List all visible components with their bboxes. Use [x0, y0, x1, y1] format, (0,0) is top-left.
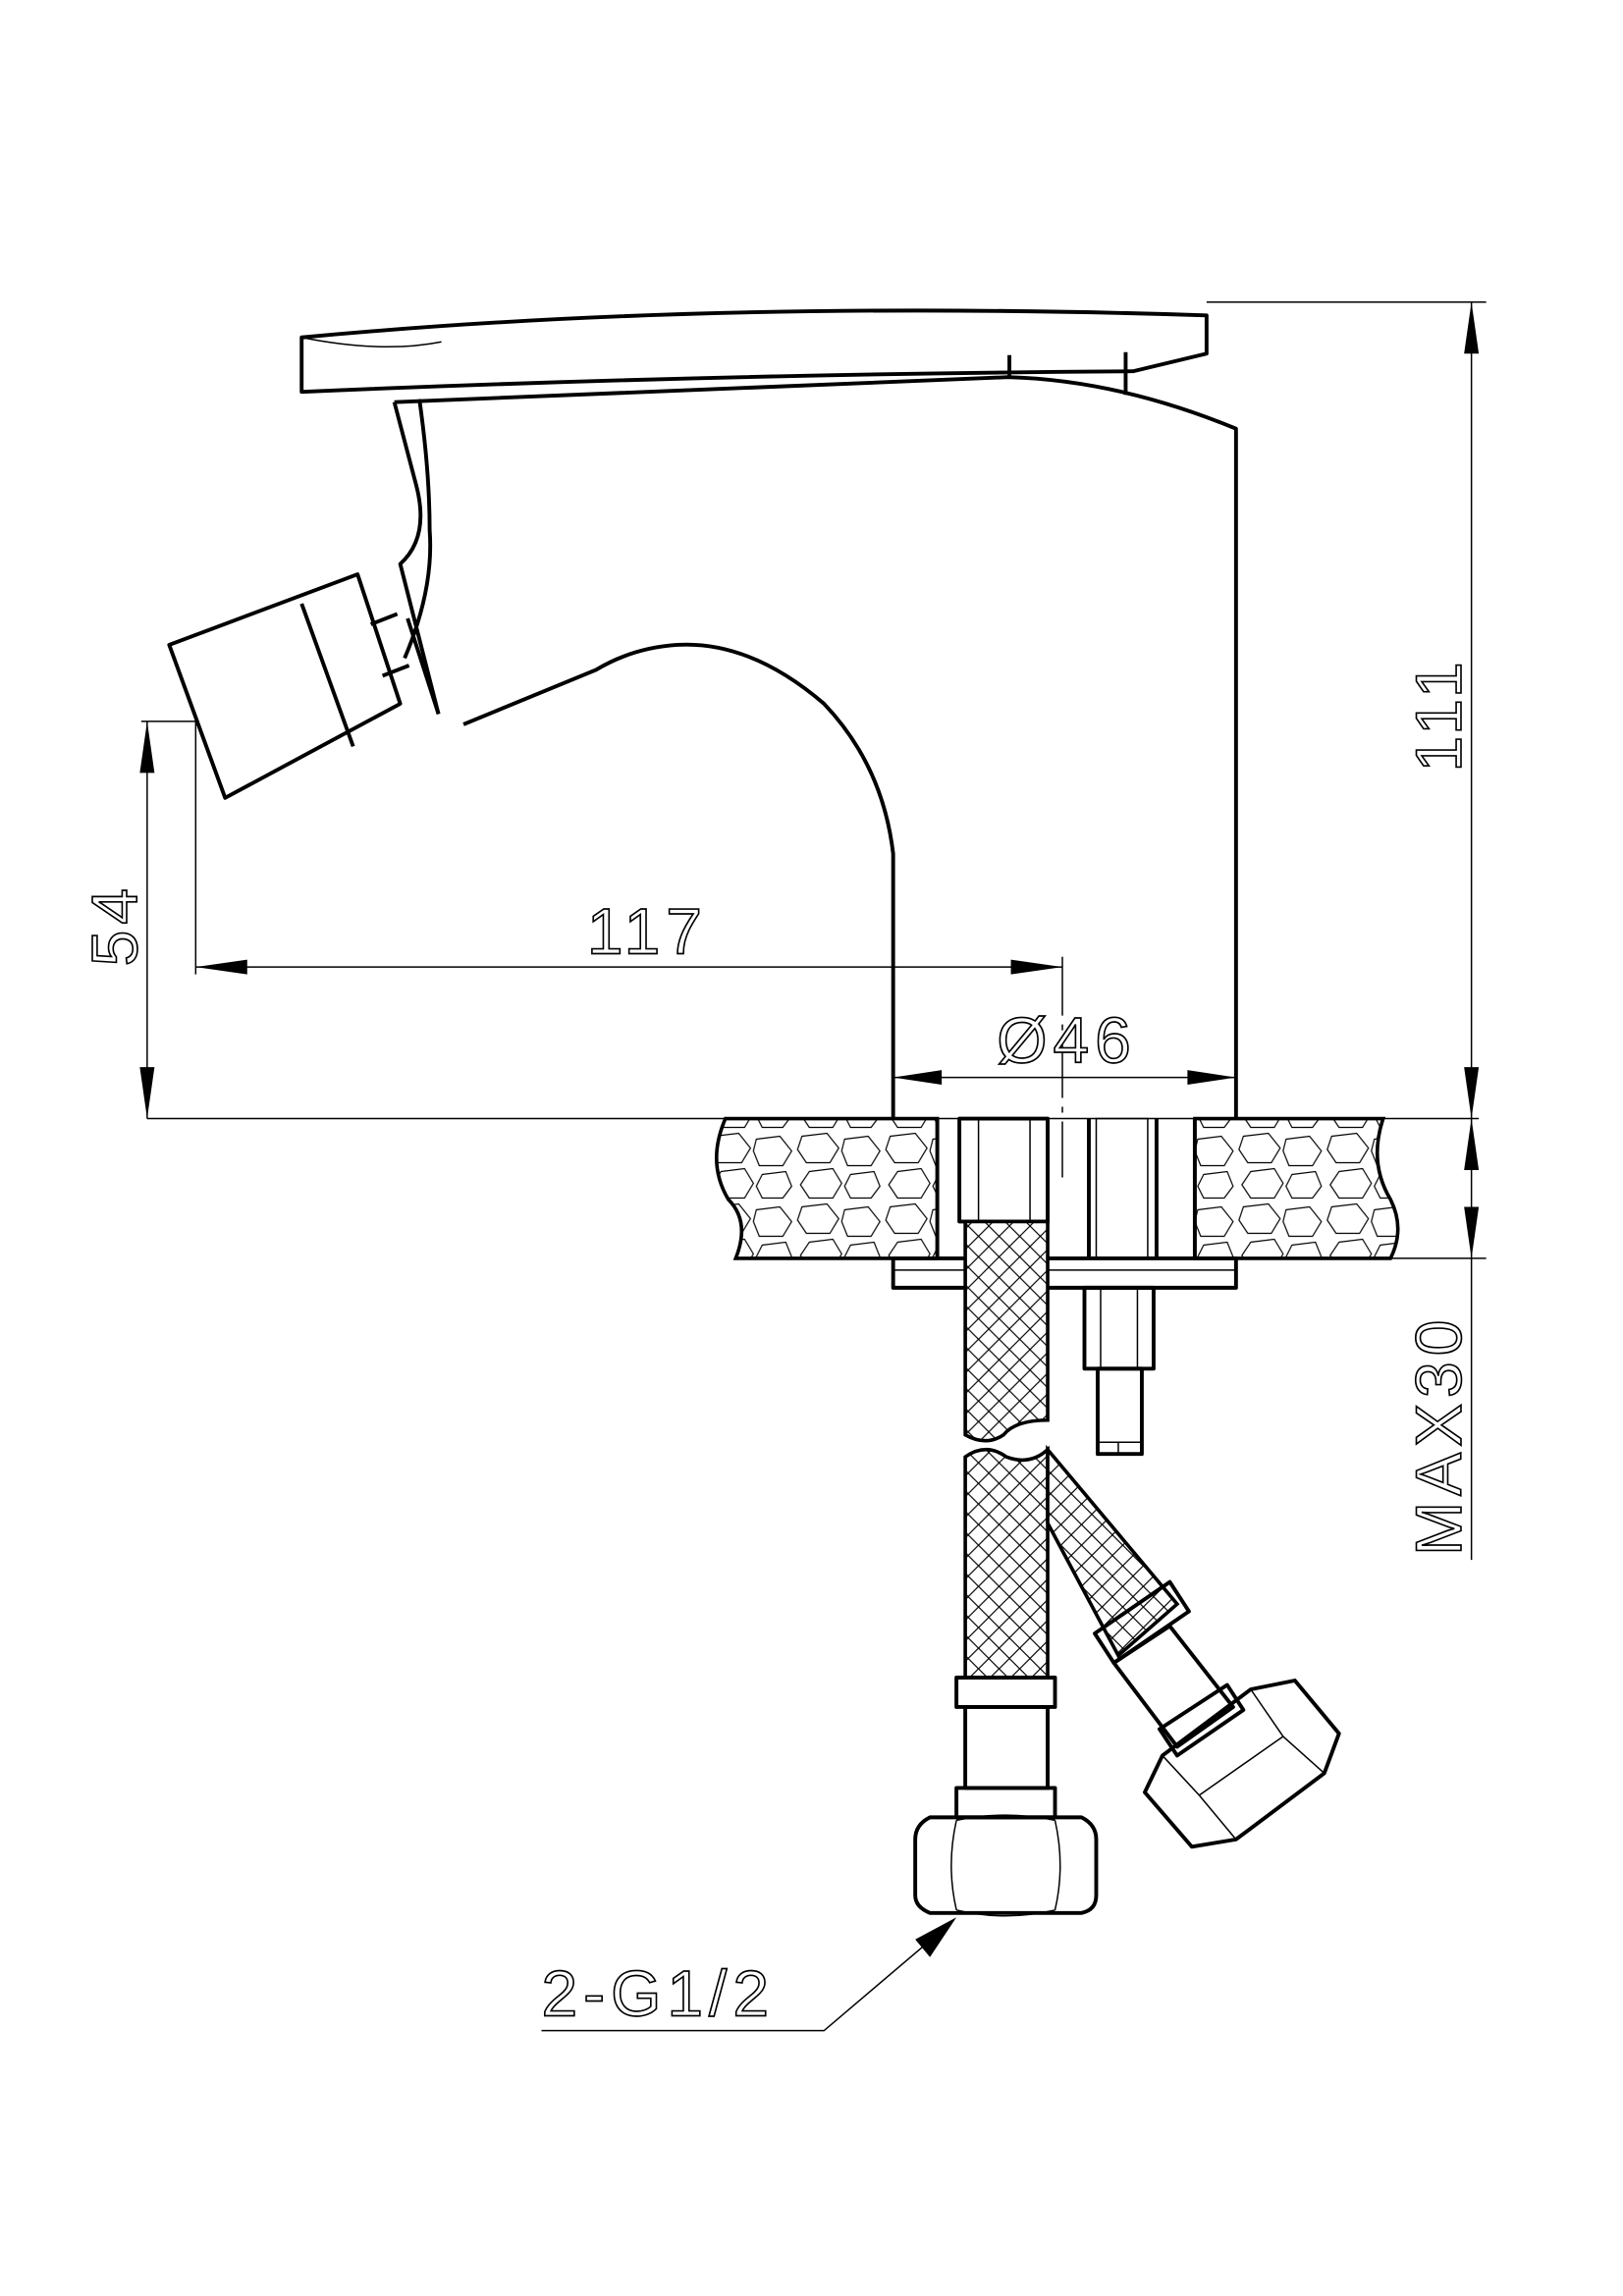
countertop-section: [715, 1116, 1400, 1290]
dimension-label-46: Ø46: [997, 1004, 1137, 1077]
dimension-height-54: 54: [78, 721, 197, 1119]
dimension-label-117: 117: [587, 895, 708, 968]
supply-hose-straight: [913, 1219, 1099, 1917]
dimension-diameter-46: Ø46: [893, 1003, 1236, 1086]
dimension-label-max30: MAX30: [1402, 1314, 1475, 1556]
faucet-body: [392, 375, 1238, 1119]
bidet-nozzle: [167, 572, 441, 800]
connection-callout: 2-G1/2: [541, 1917, 957, 2032]
dimension-height-111: 111: [1206, 301, 1487, 1119]
dimension-label-54: 54: [78, 882, 150, 966]
lever-handle: [299, 308, 1209, 396]
mounting-stud: [957, 1116, 1159, 1457]
dimension-label-111: 111: [1402, 656, 1475, 772]
dimension-reach-117: 117: [195, 894, 1063, 1178]
supply-hose-angled: [1046, 1444, 1341, 1849]
dimension-max30: MAX30: [1390, 1118, 1487, 1561]
connection-label: 2-G1/2: [541, 1957, 775, 2030]
